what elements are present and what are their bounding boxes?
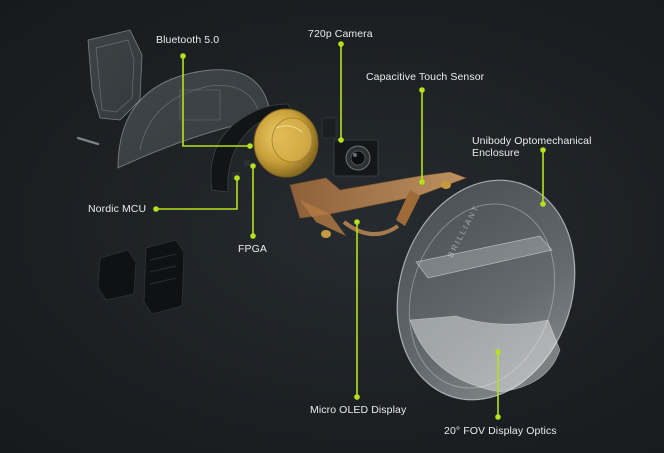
label-fpga: FPGA	[238, 243, 267, 255]
side-pads	[97, 239, 185, 315]
label-nordic-mcu: Nordic MCU	[88, 203, 147, 215]
screw-left	[76, 136, 100, 146]
label-enclosure-line2: Enclosure	[472, 147, 520, 159]
label-touch-sensor: Capacitive Touch Sensor	[366, 71, 485, 83]
callout-lines	[156, 44, 544, 417]
half-dome-housing	[117, 69, 271, 169]
label-display-optics: 20° FOV Display Optics	[444, 425, 557, 437]
label-bluetooth: Bluetooth 5.0	[156, 34, 220, 46]
screw-gold-1	[321, 230, 331, 238]
label-camera: 720p Camera	[308, 28, 373, 40]
battery-housing	[87, 29, 143, 121]
display-optics-lens: BRILLIANT	[396, 179, 576, 401]
callout-dots	[153, 41, 546, 420]
leader-bluetooth	[182, 56, 250, 147]
leader-nordic-mcu	[156, 178, 238, 210]
screw-gold-2	[441, 181, 451, 189]
fpga-chip	[253, 108, 319, 178]
label-enclosure-line1: Unibody Optomechanical	[472, 135, 592, 147]
label-micro-oled: Micro OLED Display	[310, 404, 407, 416]
camera-module	[321, 117, 379, 177]
